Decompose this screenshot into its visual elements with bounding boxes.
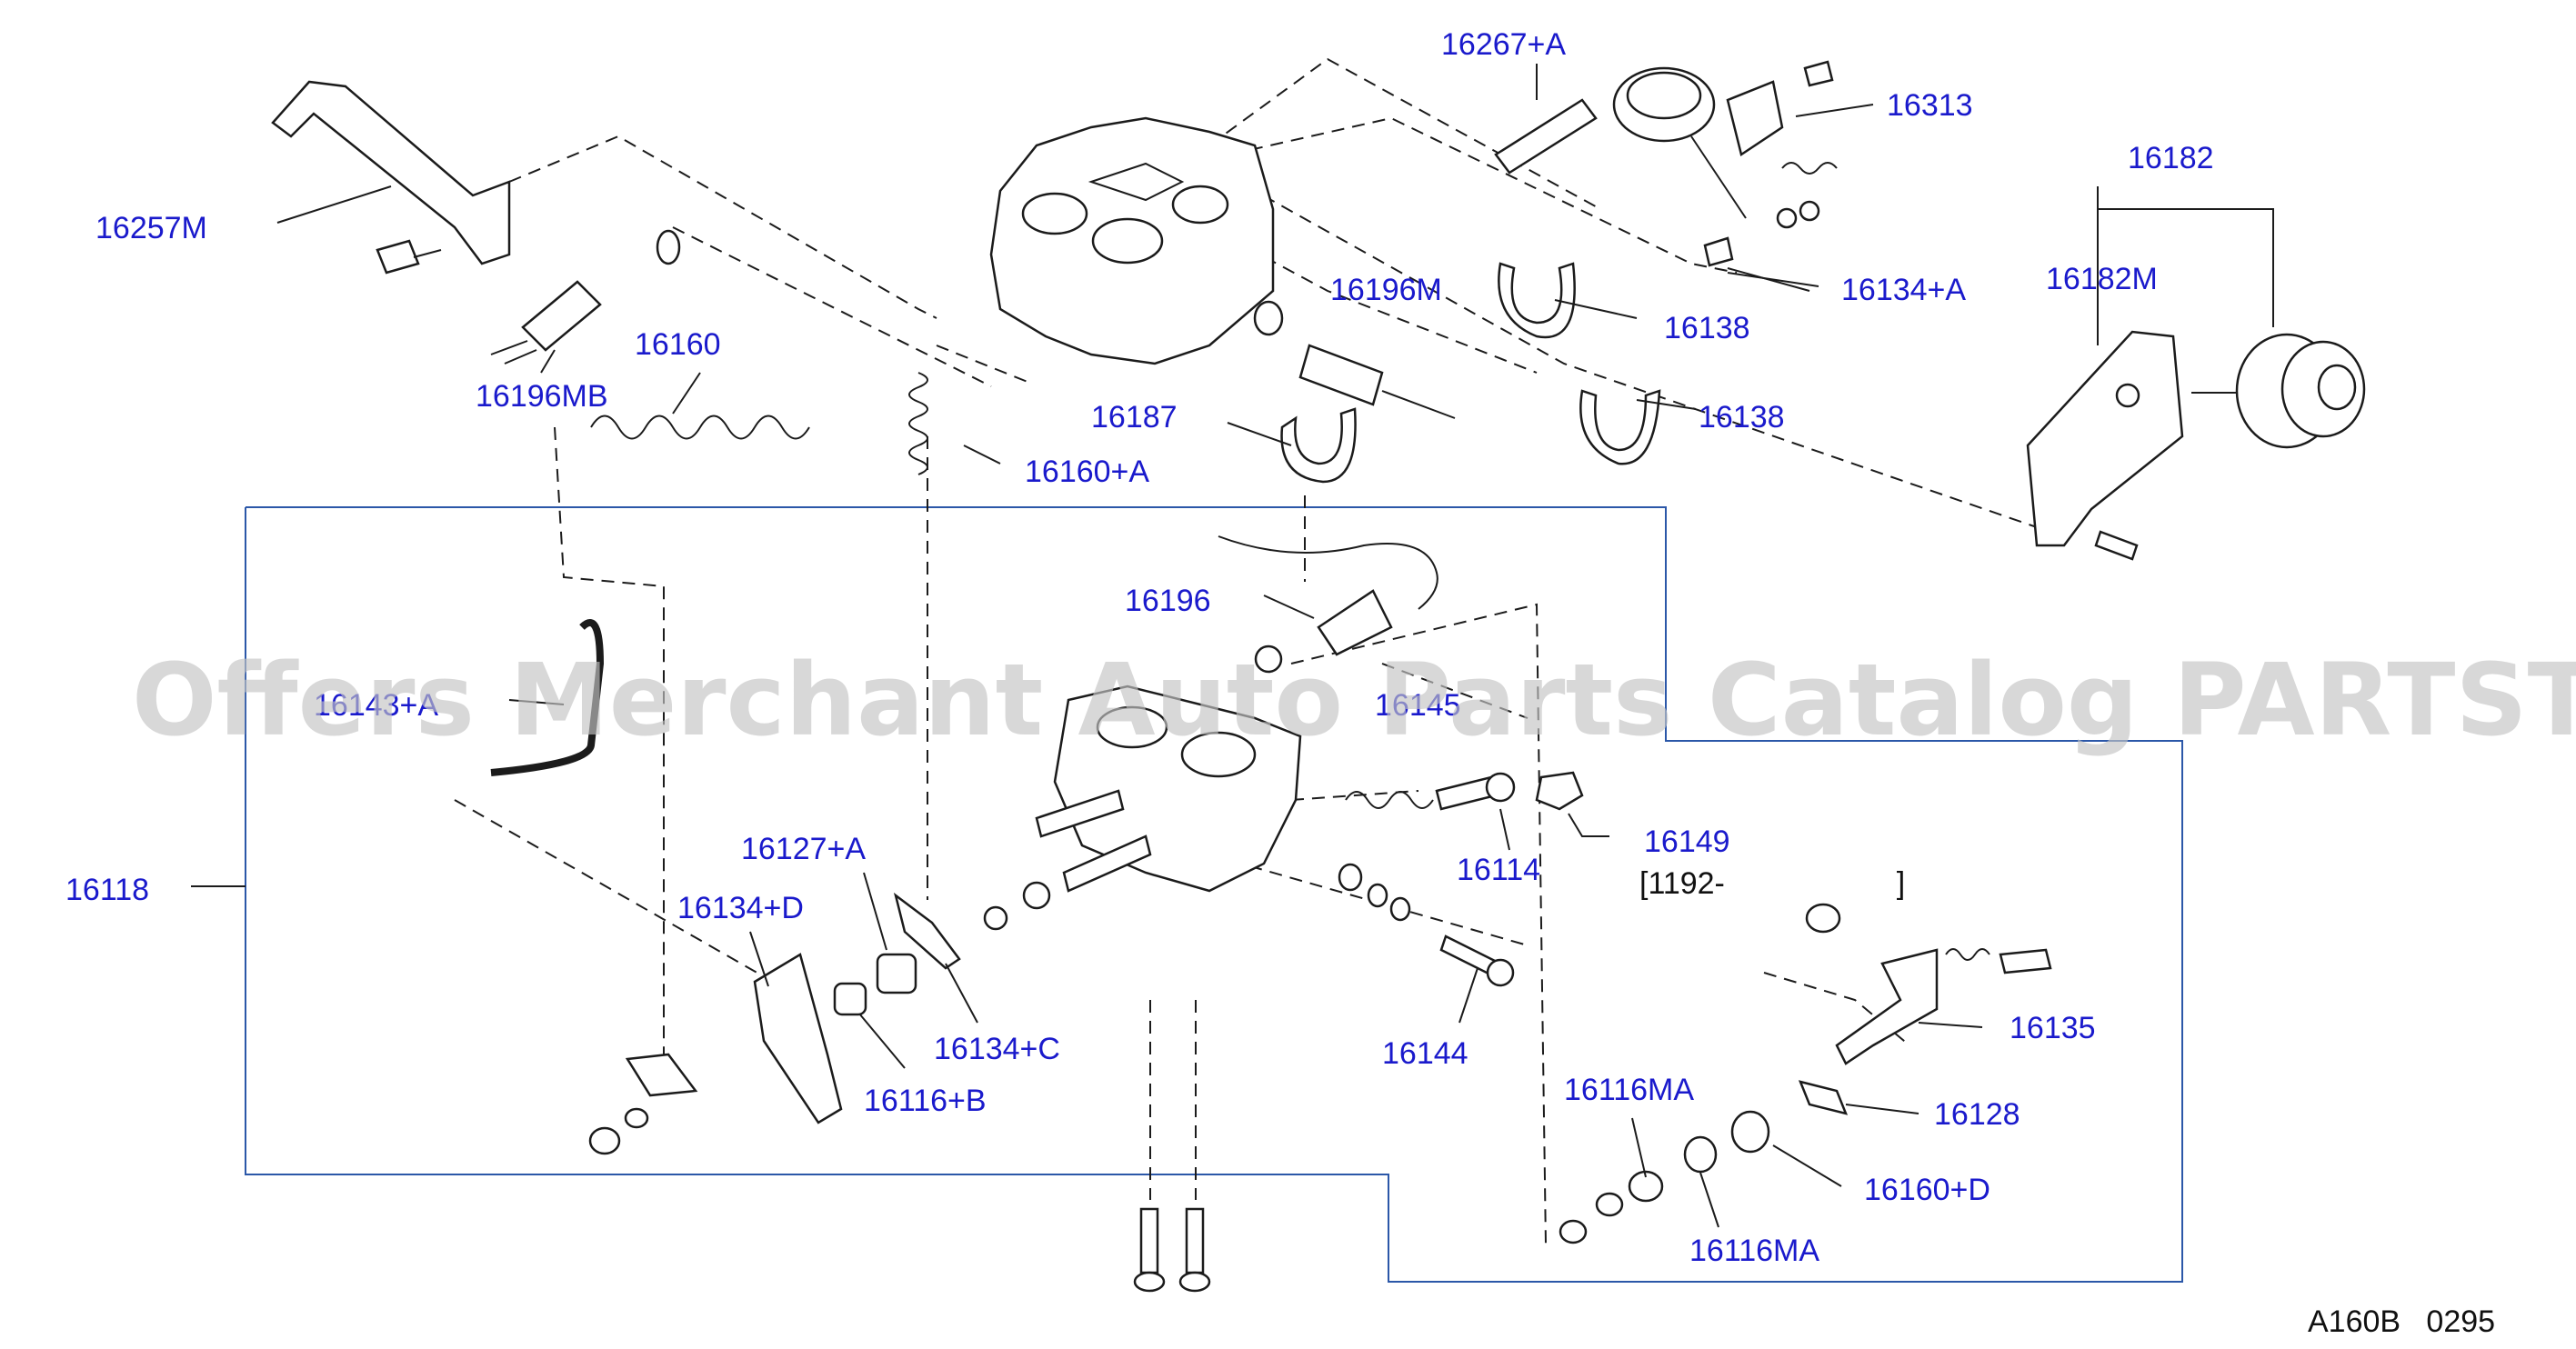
label-16138-a[interactable]: 16138 xyxy=(1664,311,1750,345)
dashpot-16182-drawing xyxy=(2026,330,2366,561)
label-16144[interactable]: 16144 xyxy=(1382,1036,1468,1071)
label-16160d[interactable]: 16160+D xyxy=(1864,1173,1990,1207)
screw-16114-drawing xyxy=(1435,772,1516,811)
label-16196mb[interactable]: 16196MB xyxy=(476,379,608,414)
linkage-left-drawing xyxy=(588,881,1051,1155)
nut-16149-drawing xyxy=(1535,771,1584,811)
label-16196[interactable]: 16196 xyxy=(1125,584,1211,618)
label-16143a[interactable]: 16143+A xyxy=(314,688,438,723)
bracket-16257m-drawing xyxy=(271,80,511,275)
label-16134d[interactable]: 16134+D xyxy=(677,891,804,925)
label-16149[interactable]: 16149 xyxy=(1644,824,1730,859)
label-16160[interactable]: 16160 xyxy=(635,327,721,362)
label-16134c[interactable]: 16134+C xyxy=(934,1032,1060,1066)
linkage-right-drawing xyxy=(1559,903,2052,1244)
screw-16144-drawing xyxy=(1338,863,1515,987)
spring-16145-drawing xyxy=(1345,791,1434,809)
spring-16160-drawing xyxy=(590,415,810,440)
label-16138-b[interactable]: 16138 xyxy=(1699,400,1785,435)
label-16196m[interactable]: 16196M xyxy=(1330,273,1442,307)
label-16182[interactable]: 16182 xyxy=(2128,141,2214,175)
group-frame-16118 xyxy=(245,506,2183,1283)
clip-16138-a-drawing xyxy=(1498,262,1576,339)
pipe-16143a-drawing xyxy=(490,619,605,776)
bolts-lower-drawing xyxy=(1133,1207,1211,1293)
label-16187[interactable]: 16187 xyxy=(1091,400,1178,435)
label-16114[interactable]: 16114 xyxy=(1457,853,1540,887)
label-16135[interactable]: 16135 xyxy=(2010,1011,2096,1045)
label-16267a[interactable]: 16267+A xyxy=(1441,27,1566,62)
figure-code: A160B 0295 xyxy=(2308,1304,2495,1339)
watermark-text: Offers Merchant Auto Parts Catalog PARTS… xyxy=(132,642,2576,758)
diaphragm-16313-drawing xyxy=(1612,60,1838,267)
label-16116b[interactable]: 16116+B xyxy=(864,1084,987,1118)
label-16128[interactable]: 16128 xyxy=(1934,1097,2020,1132)
label-16134a[interactable]: 16134+A xyxy=(1841,273,1966,307)
label-16118[interactable]: 16118 xyxy=(65,873,149,907)
throttle-body-drawing xyxy=(1035,684,1302,893)
hose-16267a-drawing xyxy=(1494,98,1598,175)
label-16127a[interactable]: 16127+A xyxy=(741,832,866,866)
clip-16187-drawing xyxy=(1280,407,1357,484)
serial-range-note: [1192- ] xyxy=(1639,866,1905,901)
solenoid-16196m-drawing xyxy=(1253,300,1456,419)
label-16257m[interactable]: 16257M xyxy=(95,211,207,245)
label-16160a[interactable]: 16160+A xyxy=(1025,455,1149,489)
label-16116ma-upper[interactable]: 16116MA xyxy=(1564,1073,1694,1107)
sensor-16196-drawing xyxy=(1218,535,1438,674)
label-16182m[interactable]: 16182M xyxy=(2046,262,2158,296)
label-16145[interactable]: 16145 xyxy=(1375,688,1461,723)
label-16313[interactable]: 16313 xyxy=(1887,88,1973,123)
clip-16138-b-drawing xyxy=(1579,389,1661,465)
label-16116ma-lower[interactable]: 16116MA xyxy=(1689,1234,1819,1268)
carburetor-upper-body-drawing xyxy=(989,116,1275,365)
sensor-16196mb-drawing xyxy=(490,229,681,365)
spring-16160a-drawing xyxy=(908,372,928,475)
leader-lines xyxy=(191,64,2274,1228)
